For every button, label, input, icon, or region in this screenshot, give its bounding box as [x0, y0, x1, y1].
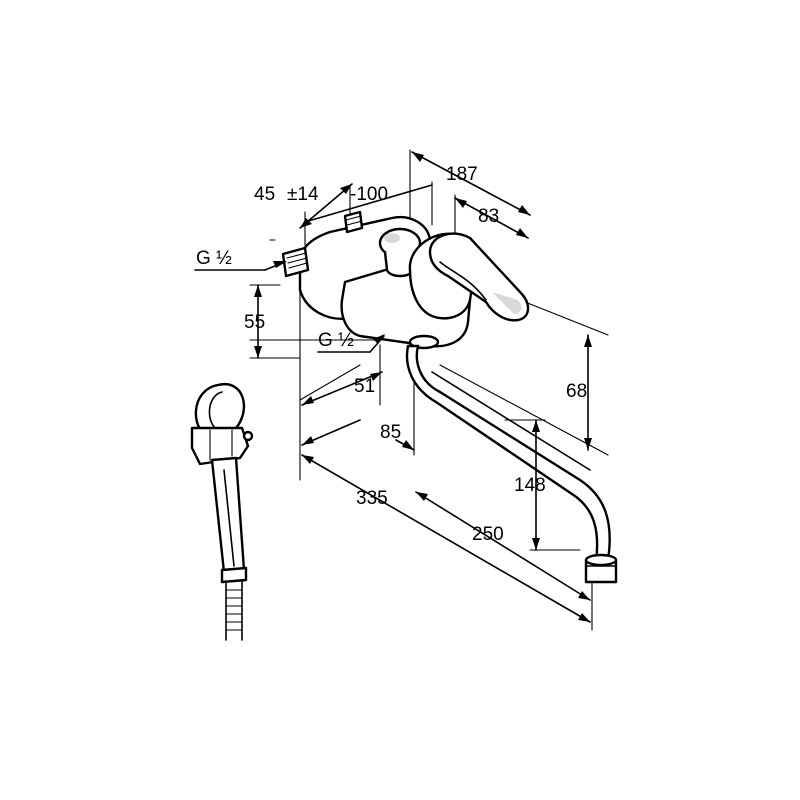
dim-100: -100 [350, 184, 388, 205]
shower-hose [225, 581, 243, 641]
dim-45: 45 [254, 184, 275, 205]
dim-335: 335 [356, 488, 388, 509]
diverter-knob [378, 227, 422, 278]
lever-handle [428, 232, 530, 322]
dimension-lines [194, 151, 592, 623]
inlet-nipple-right [343, 210, 364, 234]
dim-187: 187 [446, 164, 478, 185]
shower-holder [190, 426, 254, 466]
dim-51: 51 [354, 376, 375, 397]
dim-55: 55 [244, 312, 265, 333]
dim-68: 68 [566, 381, 587, 402]
hand-shower [190, 382, 254, 641]
dimension-labels: 187 45 ±14 -100 83 G ½ 55 G ½ 68 51 85 1… [196, 164, 587, 545]
swivel-spout [405, 344, 618, 584]
thread-label-bottom: G ½ [318, 330, 354, 351]
aerator [584, 553, 618, 584]
dim-83: 83 [478, 206, 499, 227]
dim-14: ±14 [287, 184, 319, 205]
dim-85: 85 [380, 422, 401, 443]
dim-250: 250 [472, 524, 504, 545]
inlet-nipple-left [281, 246, 310, 278]
mixer-body [281, 210, 530, 350]
thread-label-top: G ½ [196, 248, 232, 269]
dim-148: 148 [514, 475, 546, 496]
